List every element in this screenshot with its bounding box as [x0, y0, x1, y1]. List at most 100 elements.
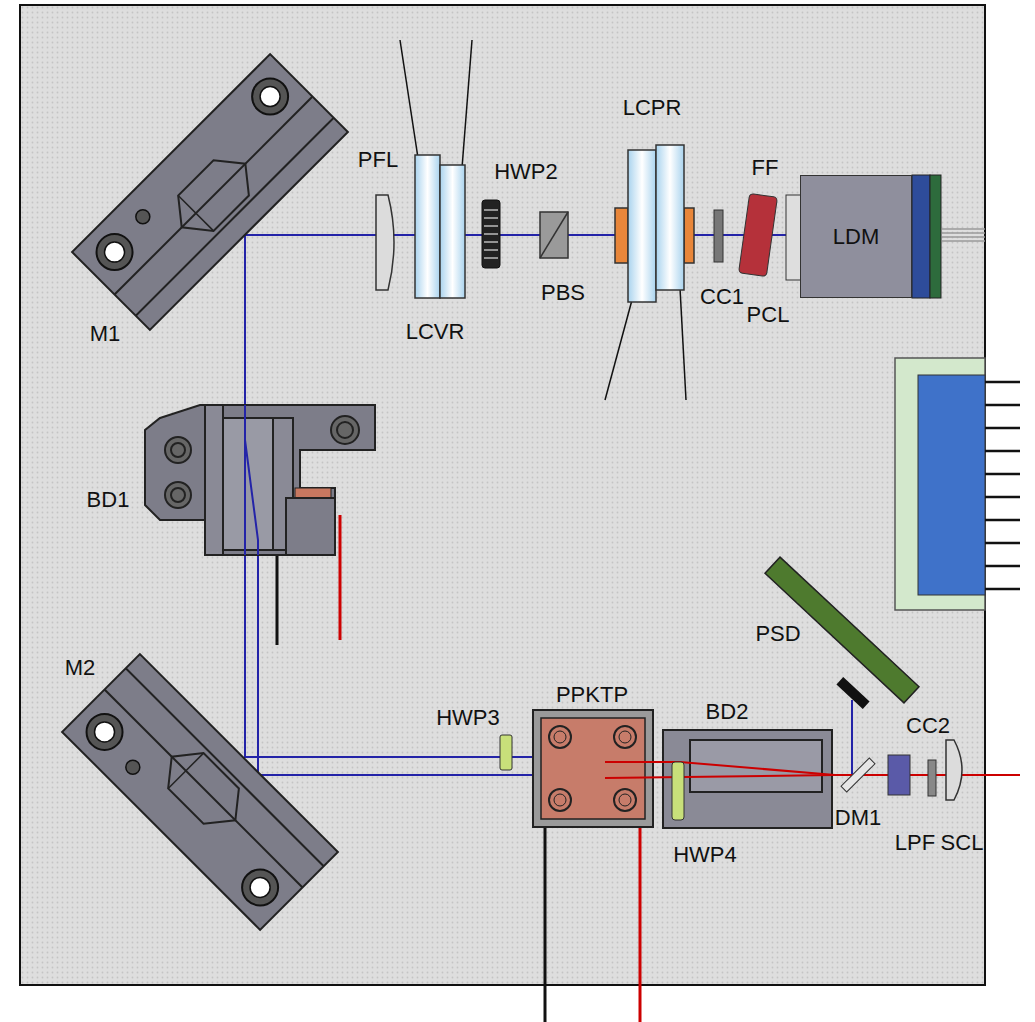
mirror-mount — [72, 54, 348, 330]
half-wave-plate — [484, 217, 498, 219]
compensation-crystal — [714, 210, 723, 262]
pump-beam — [245, 405, 258, 555]
mirror-mount — [126, 668, 324, 866]
part-label: BD2 — [706, 701, 749, 723]
display-module — [985, 519, 1020, 522]
crystal-oven — [614, 789, 636, 811]
wires — [942, 228, 985, 230]
part-label: HWP3 — [436, 707, 500, 729]
part-label: PCL — [747, 304, 790, 326]
lc-polarization-rotator — [684, 208, 694, 263]
mirror-mount — [245, 71, 296, 122]
lc-polarization-rotator — [615, 208, 628, 263]
lc-retarder — [415, 155, 440, 298]
wires — [680, 288, 686, 400]
mirror-mount — [105, 689, 303, 887]
beam-displacer — [171, 488, 185, 502]
half-wave-plate — [484, 233, 498, 235]
lc-polarization-rotator — [656, 145, 684, 290]
display-module — [985, 542, 1020, 545]
mirror-mount — [62, 654, 338, 930]
breadboard — [20, 5, 985, 985]
wires — [276, 555, 279, 645]
display-module — [985, 565, 1020, 568]
display-module — [985, 588, 1020, 591]
part-label: M2 — [65, 657, 96, 679]
polarizing-beam-splitter — [540, 212, 568, 258]
beam-displacer — [223, 418, 273, 550]
crystal-oven — [549, 789, 571, 811]
mirror-mount — [100, 238, 128, 266]
mirror-mount — [256, 82, 284, 110]
pump-beam — [851, 700, 853, 775]
lc-polarization-rotator — [628, 150, 656, 302]
pump-beam — [245, 440, 258, 555]
wires — [339, 515, 342, 640]
compensation-crystal — [928, 760, 936, 796]
part-label: FF — [752, 157, 779, 179]
part-label: PBS — [541, 282, 585, 304]
beam-displacer — [171, 443, 185, 457]
laser-diode-mount: LDM — [800, 175, 912, 298]
part-label: DM1 — [835, 807, 881, 829]
part-label: HWP2 — [494, 161, 558, 183]
crystal-oven — [533, 710, 653, 827]
part-label: LPF — [895, 832, 935, 854]
mirror-mount — [178, 196, 213, 231]
half-wave-plate — [484, 209, 498, 211]
half-wave-plate — [484, 241, 498, 243]
wires — [942, 240, 985, 242]
mirror-mount — [72, 54, 348, 330]
part-label: HWP4 — [673, 844, 737, 866]
wires — [605, 300, 632, 400]
display-module — [985, 496, 1020, 499]
mirror-mount — [246, 873, 274, 901]
mirror-mount — [79, 706, 130, 757]
half-wave-plate — [484, 210, 498, 258]
display-module — [985, 404, 1020, 407]
part-label: PPKTP — [556, 684, 628, 706]
beam-displacer — [145, 405, 375, 555]
pump-beam — [245, 235, 800, 757]
part-label: SCL — [941, 832, 984, 854]
half-wave-plate — [482, 200, 500, 268]
laser-diode-stripes — [912, 175, 930, 298]
part-label: LDM — [833, 224, 879, 250]
mirror-mount — [136, 118, 334, 316]
part-label: LCVR — [406, 321, 465, 343]
part-label: CC2 — [906, 715, 950, 737]
mirror-mount — [154, 739, 253, 838]
polarizing-beam-splitter — [540, 212, 568, 258]
display-module — [895, 358, 985, 610]
half-wave-plate — [500, 735, 512, 770]
wires — [400, 40, 418, 158]
half-wave-plate — [484, 249, 498, 251]
wires — [942, 229, 985, 241]
display-module — [985, 473, 1020, 476]
display-module — [918, 375, 985, 595]
position-detector — [836, 677, 869, 709]
display-module — [985, 381, 1020, 384]
compensation-crystal — [928, 760, 936, 796]
beam-displacer — [286, 498, 335, 555]
mirror-mount — [235, 862, 286, 913]
wires — [942, 232, 985, 234]
coupling-lens — [946, 740, 962, 800]
mirror-mount — [90, 718, 118, 746]
mirror-mount — [168, 753, 203, 788]
lc-retarder — [415, 155, 465, 298]
beam-displacer — [205, 405, 223, 555]
crystal-oven — [619, 731, 631, 743]
mirror-mount — [115, 97, 313, 295]
display-module — [895, 358, 1020, 610]
half-wave-plate — [484, 257, 498, 259]
crystal-oven — [541, 718, 645, 819]
beam-displacer — [663, 730, 832, 828]
dichroic-mirror — [841, 758, 875, 792]
beam-displacer — [690, 740, 822, 792]
beam-displacer — [165, 437, 191, 463]
half-wave-plate — [482, 200, 500, 268]
part-label: PSD — [755, 623, 800, 645]
